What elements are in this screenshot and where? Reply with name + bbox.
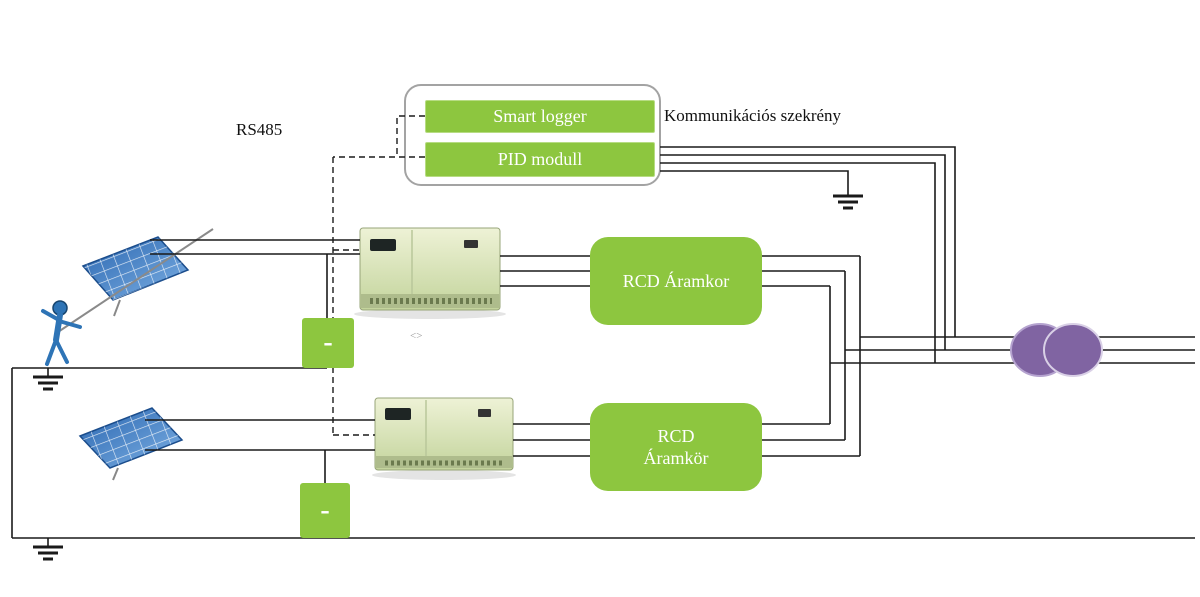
solar-panel-bottom	[78, 407, 184, 481]
inverter-top	[359, 227, 501, 311]
inverter-mark: <>	[410, 330, 423, 342]
rcd-circuit-top: RCD Áramkor	[590, 237, 762, 325]
rs485-dashed-lines	[332, 115, 425, 436]
rcd-bottom-label-line1: RCD	[657, 425, 695, 446]
current-transformer	[1010, 323, 1103, 377]
rcd-bottom-label-line2: Áramkör	[643, 448, 709, 468]
inverter-top-shadow	[354, 309, 506, 319]
ground-symbol-cabinet	[831, 194, 865, 210]
solar-panel-top	[81, 236, 190, 317]
cabinet-label: Kommunikációs szekrény	[664, 106, 842, 125]
ground-symbol-left-bottom	[31, 545, 65, 561]
person-figure	[41, 300, 82, 366]
pid-module-box: PID modull	[425, 142, 655, 177]
rs485-label: RS485	[236, 120, 283, 139]
dc-switch-bottom: -	[300, 483, 350, 538]
smart-logger-box: Smart logger	[425, 100, 655, 133]
panel-support-pole	[57, 228, 214, 333]
rcd-circuit-bottom: RCD Áramkör	[590, 403, 762, 491]
dc-switch-top: -	[302, 318, 354, 368]
inverter-bottom-shadow	[372, 470, 516, 480]
ground-symbol-left-top	[31, 375, 65, 391]
inverter-bottom	[374, 397, 514, 471]
rcd-top-label: RCD Áramkor	[622, 270, 730, 291]
